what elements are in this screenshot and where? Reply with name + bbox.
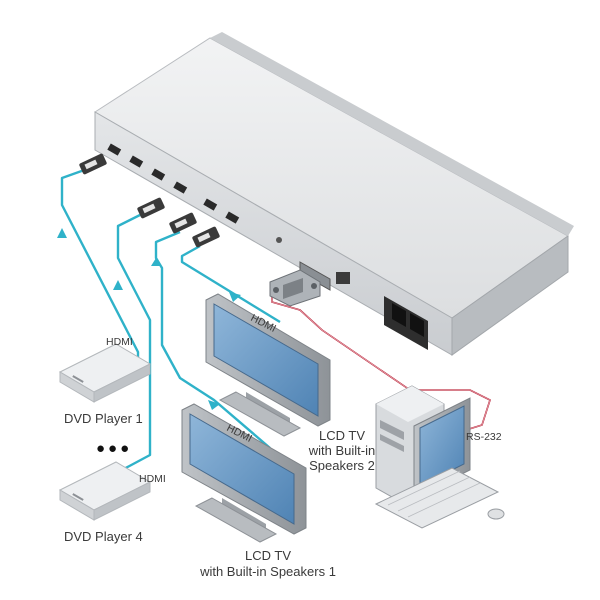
hdmi-port-4 <box>173 181 188 194</box>
knob-icon <box>276 237 282 243</box>
hdmi-cable-tv2 <box>180 244 281 324</box>
hdmi-cable-dvd1 <box>60 166 140 358</box>
computer <box>374 385 505 529</box>
rs232-port <box>299 261 331 291</box>
arrow-up-icon <box>57 228 67 238</box>
hdmi-port-2 <box>129 155 144 168</box>
switcher-unit <box>94 32 574 356</box>
dvd-player-1 <box>58 343 152 403</box>
hdmi-cable-tv1 <box>154 230 271 449</box>
ethernet-port <box>336 272 350 284</box>
hdmi-label-dvd1: HDMI <box>106 336 133 348</box>
power-socket <box>384 296 428 350</box>
arrow-up-icon <box>151 258 161 266</box>
ellipsis: ●●● <box>96 440 132 457</box>
hdmi-cable-dvd4 <box>116 213 152 472</box>
tv2-label-line1: LCD TV <box>319 428 365 443</box>
tv1-label-line2: with Built-in Speakers 1 <box>199 564 336 579</box>
lcd-tv-1 <box>181 403 307 543</box>
tv2-label-line3: Speakers 2 <box>309 458 375 473</box>
tv1-label-line1: LCD TV <box>245 548 291 563</box>
lcd-tv-2 <box>205 293 331 437</box>
arrow-right-icon <box>229 292 241 302</box>
dvd-player-1-label: DVD Player 1 <box>64 411 143 426</box>
dvd-player-4 <box>58 461 152 521</box>
hdmi-port-3 <box>151 168 166 181</box>
rs232-cable <box>269 269 491 431</box>
dvd-player-4-label: DVD Player 4 <box>64 529 143 544</box>
rs232-label: RS-232 <box>466 431 502 443</box>
arrow-right-icon <box>208 400 220 410</box>
tv2-label-line2: with Built-in <box>308 443 375 458</box>
hdmi-port-5 <box>203 198 218 211</box>
arrow-up-icon <box>113 280 123 290</box>
hdmi-label-dvd4: HDMI <box>139 473 166 485</box>
db9-connector-icon <box>269 269 321 307</box>
hdmi-cables <box>60 166 281 472</box>
hdmi-port-6 <box>225 211 240 224</box>
hdmi-port-1 <box>107 143 122 156</box>
